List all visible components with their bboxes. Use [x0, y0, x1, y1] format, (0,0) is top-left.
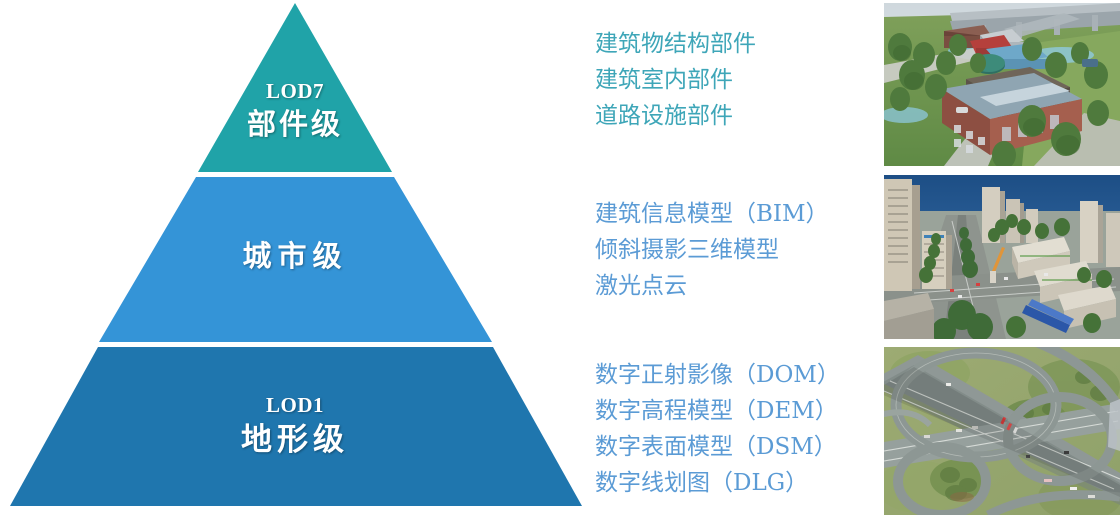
list-item: 倾斜摄影三维模型 — [595, 237, 779, 263]
pyramid-tier-lod1-shape[interactable] — [10, 347, 582, 506]
photo-city-level — [884, 175, 1120, 339]
pyramid-tier-city-shape[interactable] — [99, 177, 492, 342]
list-item: 数字正射影像（DOM） — [595, 362, 840, 388]
component-level-item-list: 建筑物结构部件 建筑室内部件 道路设施部件 — [595, 26, 756, 134]
photo-component-level — [884, 3, 1120, 166]
list-item: 道路设施部件 — [595, 103, 733, 129]
list-item: 激光点云 — [595, 273, 687, 299]
pyramid-tier-lod7-shape[interactable] — [198, 3, 392, 172]
list-item: 数字表面模型（DSM） — [595, 434, 837, 460]
list-item: 建筑物结构部件 — [595, 31, 756, 57]
photo-terrain-level — [884, 347, 1120, 515]
city-level-item-list: 建筑信息模型（BIM） 倾斜摄影三维模型 激光点云 — [595, 196, 829, 304]
list-item: 建筑信息模型（BIM） — [595, 201, 829, 227]
list-item: 建筑室内部件 — [595, 67, 733, 93]
list-item: 数字高程模型（DEM） — [595, 398, 838, 424]
list-item: 数字线划图（DLG） — [595, 470, 809, 496]
terrain-level-item-list: 数字正射影像（DOM） 数字高程模型（DEM） 数字表面模型（DSM） 数字线划… — [595, 357, 840, 501]
lod-pyramid-diagram: LOD7 部件级 城市级 LOD1 地形级 — [10, 3, 582, 506]
